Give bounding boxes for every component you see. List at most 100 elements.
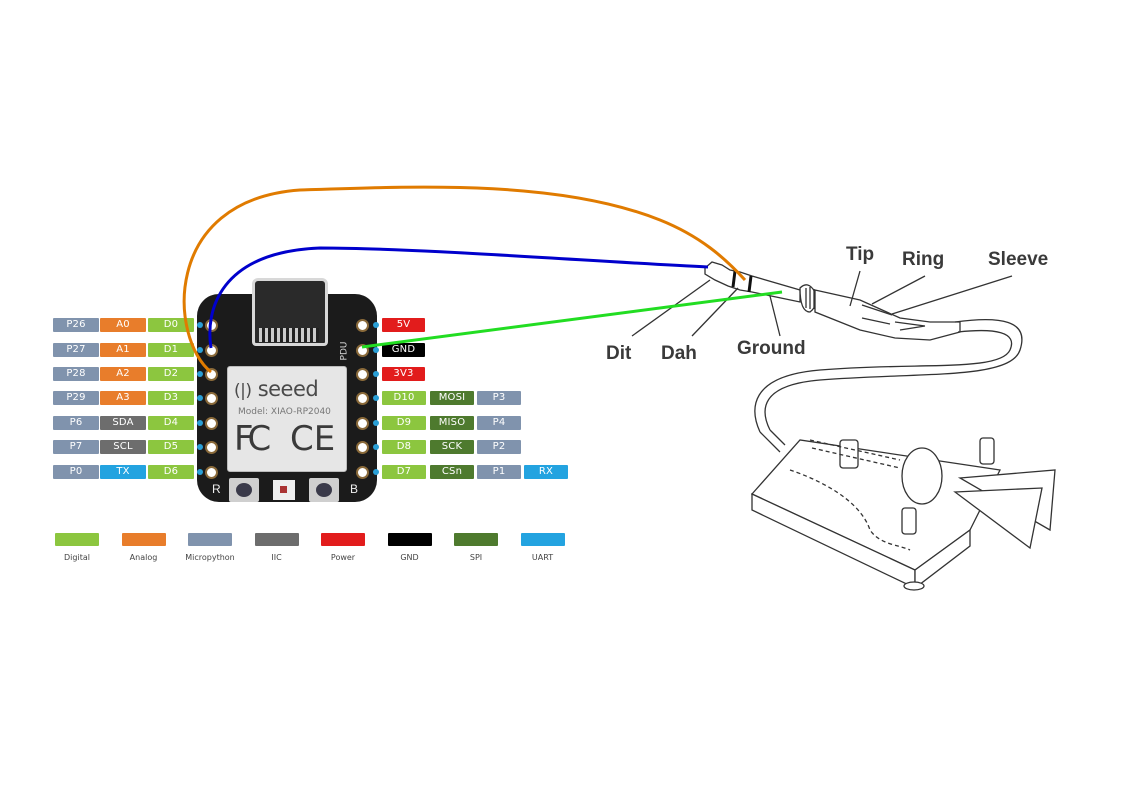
- pin-hole: [205, 392, 218, 405]
- ground-leader: [769, 295, 781, 337]
- pin-label-func: A2: [100, 367, 146, 381]
- morse-key-illustration: [750, 429, 1056, 591]
- pin-label-digital: D9: [382, 416, 426, 430]
- legend-label: Digital: [64, 553, 90, 562]
- pin-dot: [197, 469, 203, 475]
- legend-label: UART: [531, 553, 554, 562]
- pin-dot: [373, 444, 379, 450]
- seeed-logo: (|) seeed: [234, 377, 319, 401]
- pin-hole: [205, 417, 218, 430]
- pin-label-micropython: P6: [53, 416, 99, 430]
- pin-label-spi: CSn: [430, 465, 474, 479]
- pin-label-spi: SCK: [430, 440, 474, 454]
- legend-swatch: [520, 533, 565, 546]
- legend-label: GND: [400, 553, 419, 562]
- pin-label-micropython: P0: [53, 465, 99, 479]
- pin-label-digital: D6: [148, 465, 194, 479]
- rgb-led: [273, 480, 295, 500]
- pin-label-power: 5V: [382, 318, 425, 332]
- pin-label-func: A1: [100, 343, 146, 357]
- pin-label-uart: RX: [524, 465, 568, 479]
- pin-label-func: A0: [100, 318, 146, 332]
- fc-mark: FC: [234, 419, 271, 459]
- pin-label-digital: D8: [382, 440, 426, 454]
- pin-dot: [373, 371, 379, 377]
- pin-label-power: 3V3: [382, 367, 425, 381]
- tip-leader: [849, 270, 861, 307]
- key-paddle-2: [953, 487, 1043, 550]
- legend-swatch: [254, 533, 299, 546]
- pin-label-func: SCL: [100, 440, 146, 454]
- pin-label-digital: D10: [382, 391, 426, 405]
- pin-dot: [197, 420, 203, 426]
- pin-label-digital: D3: [148, 391, 194, 405]
- legend-swatch: [321, 533, 365, 546]
- dit-wire: [208, 246, 709, 349]
- pin-dot: [373, 347, 379, 353]
- pin-label-digital: D4: [148, 416, 194, 430]
- legend-swatch: [121, 533, 166, 546]
- pin-dot: [197, 371, 203, 377]
- pin-hole: [205, 441, 218, 454]
- sleeve-label: Sleeve: [988, 249, 1049, 270]
- ring-label: Ring: [902, 249, 945, 270]
- pin-label-micropython: P7: [53, 440, 99, 454]
- dah-label: Dah: [661, 343, 697, 364]
- pin-label-micropython: P3: [477, 391, 521, 405]
- legend-label: Power: [330, 553, 356, 562]
- pin-label-micropython: P4: [477, 416, 521, 430]
- boot-label: B: [350, 482, 359, 496]
- legend-label: Micropython: [185, 553, 235, 562]
- legend-swatch: [188, 533, 232, 546]
- legend-swatch: [55, 533, 99, 546]
- plug-body: [814, 289, 961, 341]
- pin-label-spi: MOSI: [430, 391, 474, 405]
- pin-label-micropython: P2: [477, 440, 521, 454]
- pin-dot: [197, 444, 203, 450]
- pin-label-func: TX: [100, 465, 146, 479]
- pin-label-digital: D5: [148, 440, 194, 454]
- pin-label-digital: D0: [148, 318, 194, 332]
- dah-wire: [182, 185, 747, 374]
- pin-label-micropython: P28: [53, 367, 99, 381]
- pin-hole: [356, 417, 369, 430]
- legend-label: SPI: [469, 553, 483, 562]
- legend-swatch: [454, 533, 498, 546]
- legend-swatch: [387, 533, 432, 546]
- pin-dot: [373, 420, 379, 426]
- pin-label-func: SDA: [100, 416, 146, 430]
- usb-c-contacts: [259, 328, 319, 342]
- pin-label-micropython: P26: [53, 318, 99, 332]
- pin-label-micropython: P27: [53, 343, 99, 357]
- ring-leader: [871, 275, 926, 305]
- pin-hole: [356, 466, 369, 479]
- plug-cable: [754, 318, 1023, 433]
- seeed-logo-icon: (|): [234, 381, 252, 401]
- pin-label-func: A3: [100, 391, 146, 405]
- pin-label-spi: MISO: [430, 416, 474, 430]
- legend-label: IIC: [271, 553, 282, 562]
- dah-leader: [691, 287, 739, 337]
- pin-label-micropython: P1: [477, 465, 521, 479]
- reset-button[interactable]: [229, 478, 259, 502]
- rf-shield: (|) seeed Model: XIAO-RP2040 FC CE: [227, 366, 347, 472]
- sleeve-leader: [891, 275, 1013, 315]
- pin-dot: [197, 347, 203, 353]
- brand-name: seeed: [257, 377, 319, 401]
- pin-label-gnd: GND: [382, 343, 425, 357]
- pin-dot: [373, 395, 379, 401]
- tip-label: Tip: [846, 244, 875, 265]
- model-text: Model: XIAO-RP2040: [238, 407, 331, 417]
- pin-hole: [356, 441, 369, 454]
- pin-label-micropython: P29: [53, 391, 99, 405]
- reset-label: R: [212, 482, 221, 496]
- pin-dot: [373, 322, 379, 328]
- pin-dot: [197, 322, 203, 328]
- pin-label-digital: D2: [148, 367, 194, 381]
- ground-label: Ground: [737, 338, 806, 359]
- boot-button[interactable]: [309, 478, 339, 502]
- pin-hole: [356, 319, 369, 332]
- dit-label: Dit: [606, 343, 632, 364]
- pin-hole: [205, 466, 218, 479]
